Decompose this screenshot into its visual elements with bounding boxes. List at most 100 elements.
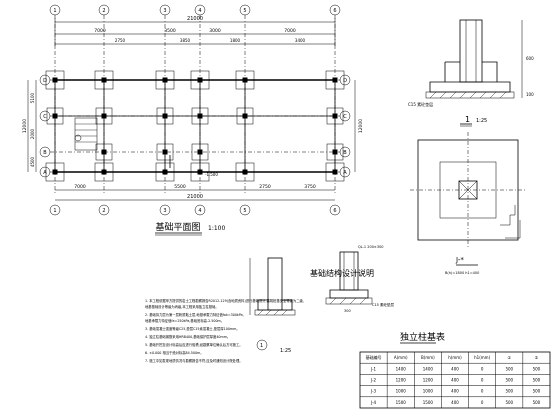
footing-pad (326, 107, 344, 125)
footing-pad (235, 162, 255, 182)
notes-line-3: 2. 基础持力层为第一层粉质黏土层,地基承载力特征值fak=300kPa, (145, 312, 244, 317)
footing-pad (235, 70, 255, 90)
column-section (162, 77, 168, 83)
table-cell: 500 (505, 378, 513, 383)
axis-D-right: D (343, 78, 347, 84)
table-cell: 1400 (423, 366, 434, 371)
axis-5-top: 5 (243, 8, 246, 14)
table-cell: 500 (533, 366, 541, 371)
plan-column-axis-bubbles-bottom: 1 2 3 4 5 6 (49, 204, 341, 216)
footing-pad (325, 70, 345, 90)
plan-bottom-dimension: 7000 5500 2750 3750 21000 (55, 184, 335, 201)
plan-column-axis-bubbles-top: 1 2 3 4 5 6 (49, 4, 341, 16)
plan-top-seg-3: 3000 (209, 28, 221, 34)
axis-B-left: B (43, 150, 47, 156)
section-detail-2: 1:25 1 QL-1 200×300 C15 素砼垫层 300 (249, 245, 395, 354)
axis-6-bottom: 6 (333, 208, 336, 214)
table-header-cell: ② (535, 355, 539, 360)
column-section (162, 113, 168, 119)
plan-left-dimension: 12000 5100 2000 4500 12000 (22, 80, 364, 172)
table-cell: 400 (451, 400, 459, 405)
table-cell: 400 (451, 389, 459, 394)
plan-right-total: 12000 (358, 119, 364, 133)
notes-line-7: 5. 基础开挖至设计标高后应进行验槽,经勘察单位确认后方可施工。 (145, 342, 243, 347)
plan-row-axis-bubbles: D C B A D C B A (39, 74, 351, 178)
table-cell: 500 (533, 400, 541, 405)
table-cell: 500 (533, 378, 541, 383)
plan-top-dimension: 21000 7000 3500 3000 7000 2750 3850 1800… (54, 16, 336, 48)
plan-elev-note: -1.500 (205, 172, 218, 177)
table-title: 独立柱基表 (400, 331, 445, 343)
column-section (332, 149, 338, 155)
column-section (332, 169, 338, 175)
table-cell: 1200 (423, 378, 434, 383)
footing-detail-note: B(h)=1800 h1=400 (445, 271, 479, 275)
column-section (52, 113, 58, 119)
axis-3-bottom: 3 (163, 208, 166, 214)
table-cell: 400 (451, 366, 459, 371)
footing-plan-detail: J-* B(h)=1800 h1=400 (410, 132, 526, 275)
table-cell: 400 (451, 378, 459, 383)
notes-line-2: 地基基础设计等级为丙级,本工程采用独立柱基础。 (145, 304, 219, 309)
column-section (101, 149, 107, 155)
table-header-cell: h(mm) (448, 355, 462, 360)
section1-label: 1 (465, 115, 470, 124)
column-section (242, 113, 248, 119)
notes-line-8: 6. ±0.000 相当于绝对标高84.500m。 (145, 350, 204, 355)
table-grid (360, 352, 550, 408)
footing-pad (95, 143, 113, 161)
footing-pad (190, 162, 210, 182)
axis-1-bottom: 1 (53, 208, 56, 214)
plan-left-total: 12000 (22, 119, 28, 133)
axis-2-bottom: 2 (102, 208, 105, 214)
table-cell: J-3 (370, 389, 376, 394)
plan-top-total: 21000 (187, 16, 203, 22)
axis-5-bottom: 5 (243, 208, 246, 214)
plan-bot-seg-3: 2750 (259, 184, 271, 190)
notes-line-6: 4. 独立柱基础钢筋采用HRB400,基础保护层厚度40mm。 (145, 334, 230, 339)
axis-4-top: 4 (198, 8, 201, 14)
plan-section-markers: -1.500 (74, 134, 218, 177)
table-cell: 500 (505, 400, 513, 405)
column-section (197, 113, 203, 119)
footing-pad (95, 107, 113, 125)
table-cell: 500 (505, 389, 513, 394)
plan-title-block: 基础平面图 1:100 (155, 221, 225, 236)
section2-note-1: QL-1 200×300 (358, 245, 384, 249)
footing-pad (236, 107, 254, 125)
footing-pad (191, 107, 209, 125)
footing-pad (94, 162, 114, 182)
footing-pad (156, 107, 174, 125)
column-section (197, 169, 203, 175)
section2-scale: 1:25 (280, 348, 291, 354)
section1-note: C15 素砼垫层 (408, 101, 433, 107)
column-section (242, 77, 248, 83)
footing-pad (325, 162, 345, 182)
plan-bot-seg-1: 7000 (74, 184, 86, 190)
axis-1-top: 1 (53, 8, 56, 14)
plan-bot-seg-2: 5500 (174, 184, 186, 190)
axis-D-left: D (43, 78, 47, 84)
table-cell: 1000 (396, 389, 407, 394)
column-section (101, 113, 107, 119)
column-section (162, 149, 168, 155)
footing-pad (156, 143, 174, 161)
footing-pad (190, 70, 210, 90)
footing-pad (155, 70, 175, 90)
plan-top-seg-4: 7000 (284, 28, 296, 34)
plan-scale: 1:100 (208, 225, 225, 232)
table-cell: 0 (481, 389, 484, 394)
axis-6-top: 6 (333, 8, 336, 14)
design-notes: 基础结构设计说明 1. 本工程依据甲方提供的岩土工程勘察报告R2012-129(… (145, 268, 374, 363)
column-section (242, 169, 248, 175)
footing-pad (46, 107, 64, 125)
table-cell: 0 (481, 400, 484, 405)
section-detail-1: 600 100 C15 素砼垫层 1 1:25 (408, 19, 534, 127)
axis-B-right: B (343, 150, 347, 156)
footing-pad (326, 143, 344, 161)
section1-dim-1: 600 (526, 56, 534, 61)
section2-dim-1: 300 (344, 309, 351, 313)
plan-top-seg-2: 3500 (164, 28, 176, 34)
plan-top-sub-2: 3850 (180, 38, 191, 43)
